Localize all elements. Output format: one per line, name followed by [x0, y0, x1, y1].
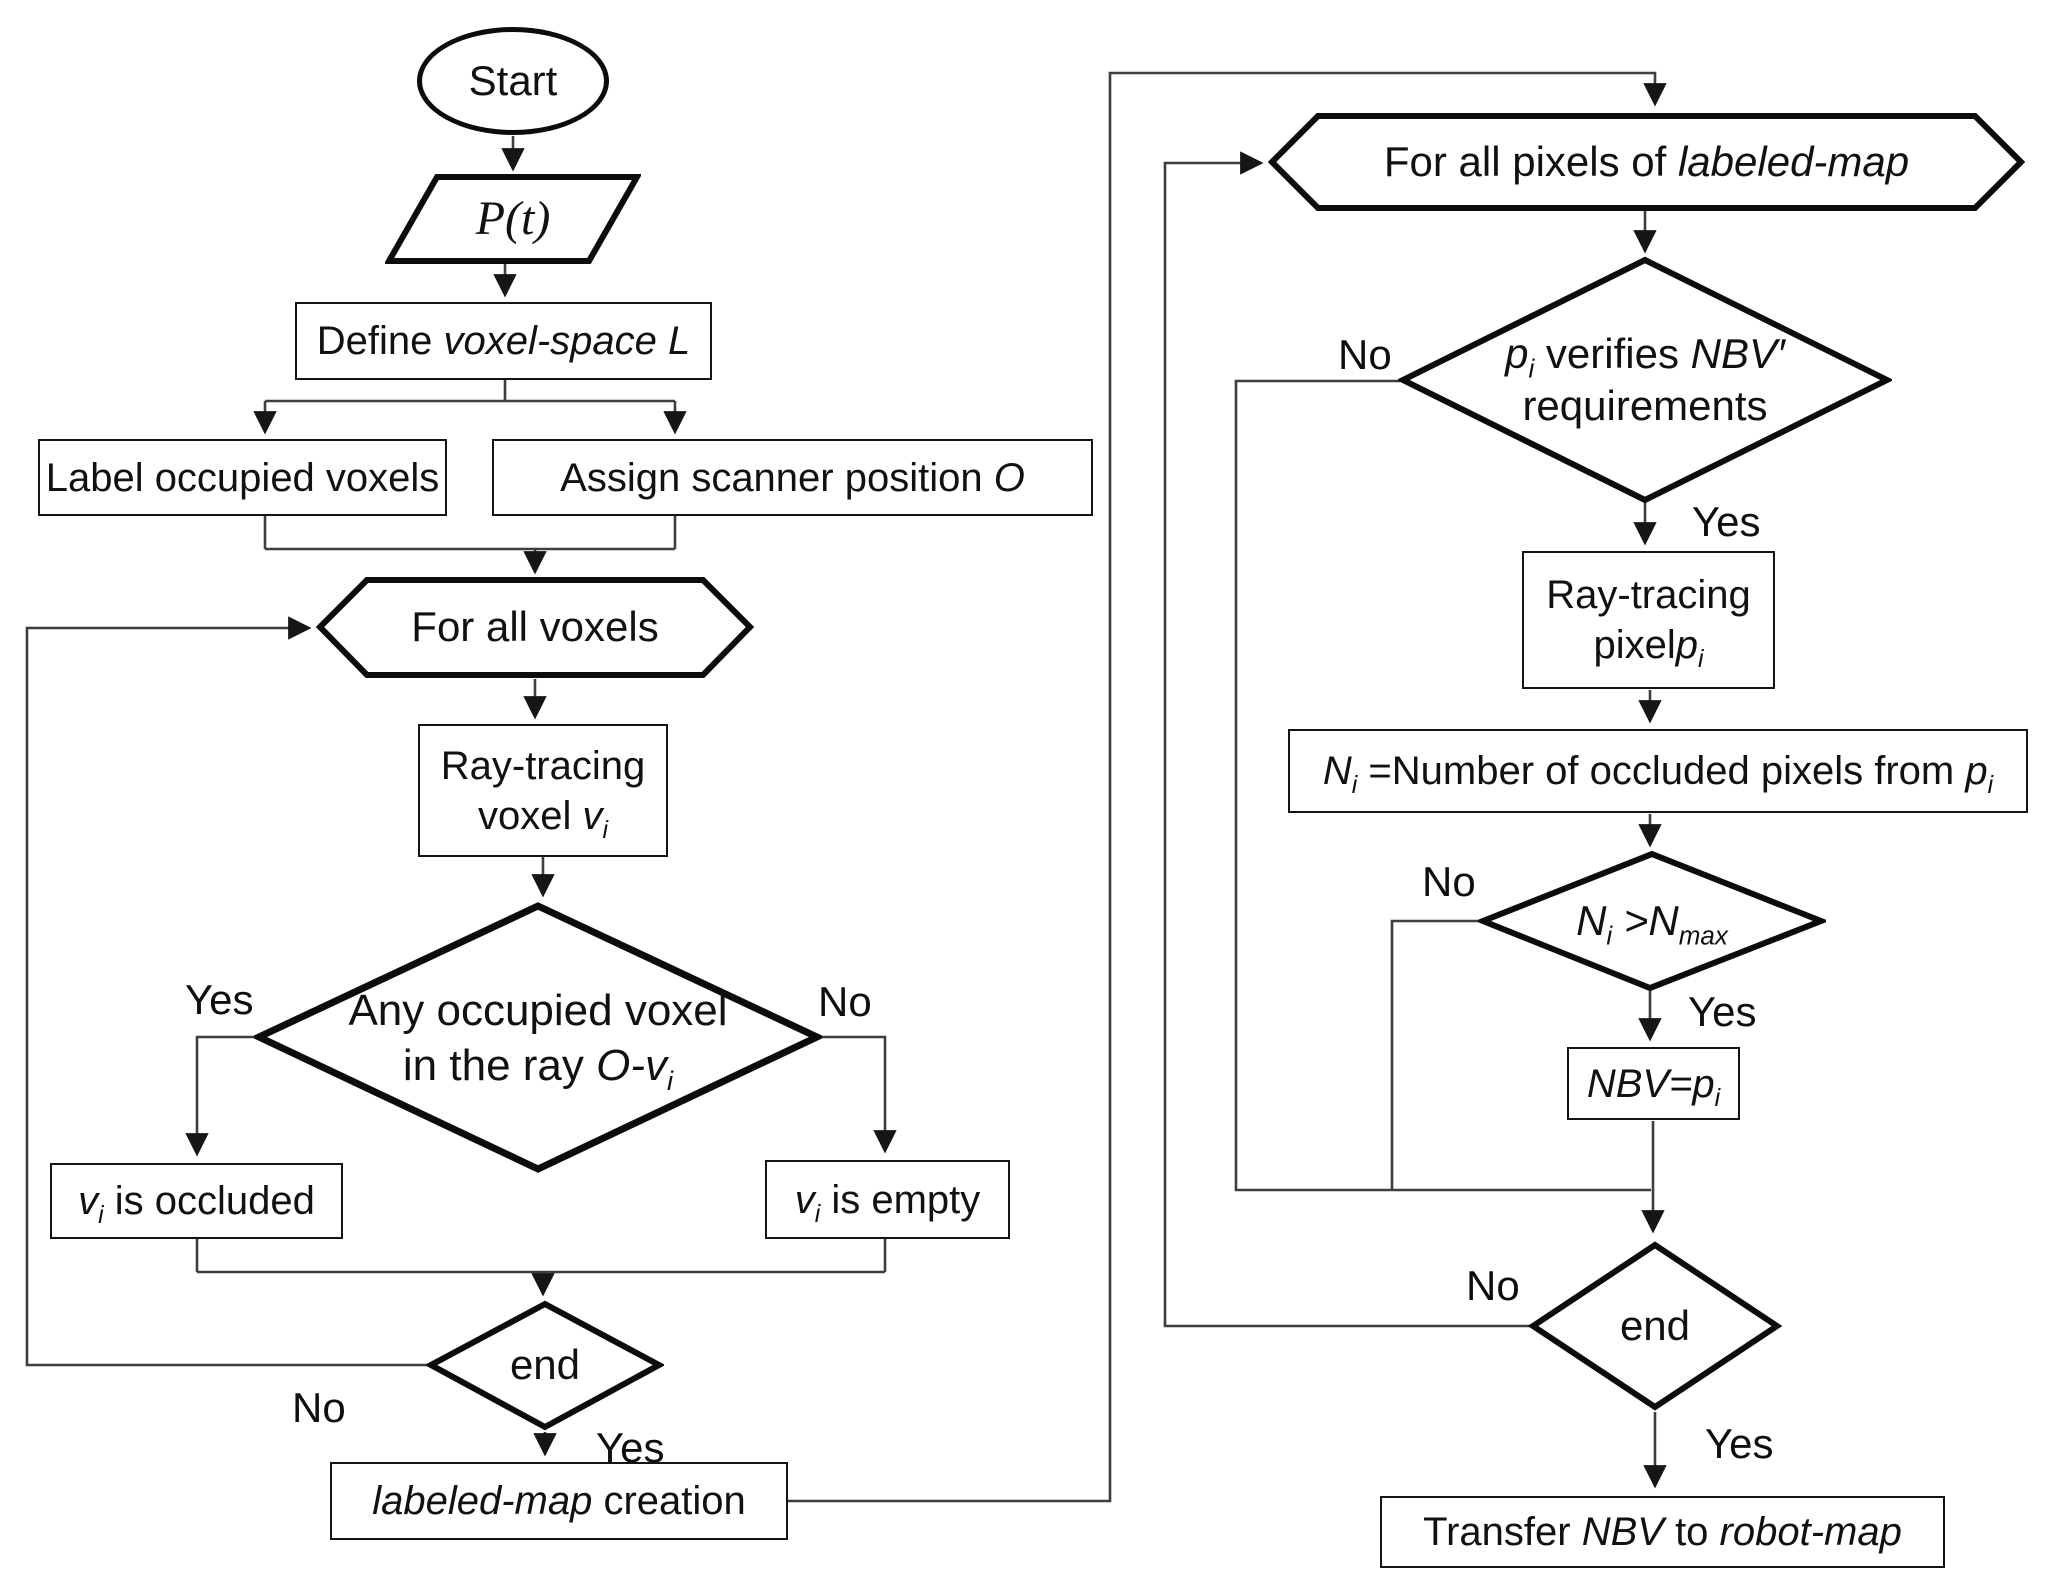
process-vi-empty: vi is empty [765, 1160, 1010, 1239]
edge-label-yes: Yes [1705, 1420, 1774, 1467]
diamond-outline [1528, 1241, 1782, 1411]
edge-end2-no-loop [1163, 151, 1530, 1328]
edge-define-split [265, 380, 675, 403]
diamond-outline [254, 902, 822, 1173]
edge-label-no: No [292, 1384, 346, 1431]
process-transfer-nbv: Transfer NBV to robot-map [1380, 1496, 1945, 1568]
edge-label-yes: Yes [1692, 498, 1761, 545]
decision-end-pixels: end [1528, 1240, 1782, 1412]
process-assign-scanner-position: Assign scanner position O [492, 439, 1093, 516]
edge-merge-occluded-empty [195, 1239, 887, 1274]
edge-end1-no-loop [25, 616, 428, 1367]
edge-label-yes: Yes [596, 1424, 665, 1471]
edge-diamond-yes-occluded [185, 1035, 258, 1157]
start-terminator: Start [417, 27, 609, 135]
process-nbv-assign: NBV=pi [1567, 1047, 1740, 1120]
process-raytracing-pixel: Ray-tracing pixelpi [1522, 551, 1775, 689]
edge-label-no: No [818, 978, 872, 1025]
decision-end-voxels: end [426, 1299, 664, 1432]
edge-label-no: No [1422, 858, 1476, 905]
edge-diamond-no-empty [817, 1035, 897, 1154]
process-count-occluded-pixels: Ni =Number of occluded pixels from pi [1288, 729, 2028, 813]
hexagon-outline [1268, 113, 2025, 211]
edge-labeledmap-to-hexagon2 [788, 71, 1667, 1503]
process-label-occupied-voxels: Label occupied voxels [38, 439, 447, 516]
process-raytracing-voxel: Ray-tracing voxel vi [418, 724, 668, 857]
diamond-outline [1398, 256, 1892, 504]
edge-label-no: No [1338, 331, 1392, 378]
decision-pi-verifies-nbv: pi verifies NBV′ requirements [1398, 255, 1892, 505]
edge-label-yes: Yes [185, 976, 254, 1023]
parallelogram-outline [385, 174, 641, 264]
edge-label-no: No [1466, 1262, 1520, 1309]
decision-ni-greater-nmax: Ni >Nmax [1478, 849, 1826, 993]
process-vi-occluded: vi is occluded [50, 1163, 343, 1239]
process-define-voxel-space: Define voxel-space L [295, 302, 712, 380]
diamond-outline [426, 1300, 664, 1431]
loop-for-all-pixels: For all pixels of labeled-map [1268, 112, 2025, 212]
edge-nmax-no-loop [1390, 919, 1480, 1190]
edge-label-yes: Yes [1688, 988, 1757, 1035]
input-pt-parallelogram: P(t) [385, 173, 641, 265]
process-labeled-map-creation: labeled-map creation [330, 1462, 788, 1540]
loop-for-all-voxels: For all voxels [315, 576, 755, 679]
edge-pi-no-loop [1234, 379, 1651, 1192]
decision-any-occupied-voxel: Any occupied voxel in the ray O-vi [254, 901, 822, 1174]
hexagon-outline [315, 577, 755, 678]
diamond-outline [1478, 850, 1826, 992]
edge-merge-boxes [263, 516, 677, 551]
